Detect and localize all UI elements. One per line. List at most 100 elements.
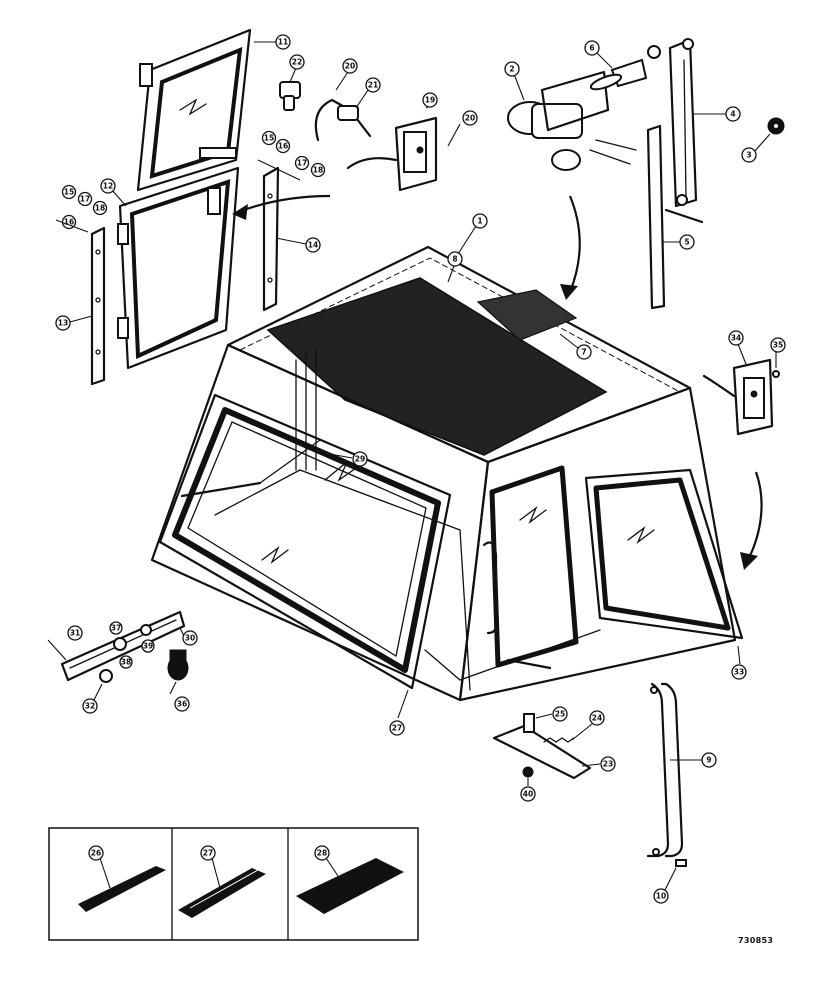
svg-text:16: 16 xyxy=(64,218,74,227)
figure-code: 730853 xyxy=(738,936,774,945)
callout-28-striker: 40 xyxy=(520,786,536,802)
svg-text:38: 38 xyxy=(121,658,131,667)
callout-15-left: 15 xyxy=(61,184,77,200)
svg-text:5: 5 xyxy=(684,238,689,247)
svg-text:36: 36 xyxy=(177,700,187,709)
callout-4: 4 xyxy=(725,106,741,122)
callout-8: 8 xyxy=(447,251,463,267)
callout-2: 2 xyxy=(504,61,520,77)
svg-text:2: 2 xyxy=(509,65,514,74)
svg-text:15: 15 xyxy=(264,134,274,143)
callout-25: 25 xyxy=(552,706,568,722)
svg-text:9: 9 xyxy=(706,756,711,765)
svg-text:10: 10 xyxy=(656,892,666,901)
svg-text:4: 4 xyxy=(730,110,735,119)
callout-41: 39 xyxy=(141,639,155,653)
assembly-arrow-2 xyxy=(568,195,581,293)
callout-39: 37 xyxy=(109,621,123,635)
callout-33: 33 xyxy=(731,664,747,680)
svg-text:16: 16 xyxy=(278,142,288,151)
svg-text:22: 22 xyxy=(292,58,302,67)
rear-pad xyxy=(476,289,578,341)
callout-17-right: 17 xyxy=(294,155,310,171)
door-latch xyxy=(346,116,438,192)
svg-text:20: 20 xyxy=(465,114,475,123)
svg-text:12: 12 xyxy=(103,182,113,191)
callout-27-door: 27 xyxy=(389,720,405,736)
svg-text:15: 15 xyxy=(64,188,74,197)
callout-18-left: 18 xyxy=(92,200,108,216)
svg-text:11: 11 xyxy=(278,38,288,47)
callout-9: 9 xyxy=(701,752,717,768)
svg-text:20: 20 xyxy=(345,62,355,71)
svg-text:34: 34 xyxy=(731,334,741,343)
svg-text:30: 30 xyxy=(185,634,195,643)
svg-text:19: 19 xyxy=(425,96,435,105)
svg-text:39: 39 xyxy=(143,642,153,651)
callout-26: 26 xyxy=(88,845,104,861)
svg-text:3: 3 xyxy=(746,151,751,160)
callout-28-inset: 28 xyxy=(314,845,330,861)
grab-handle xyxy=(646,682,687,867)
callout-31: 31 xyxy=(67,625,83,641)
callout-35: 35 xyxy=(770,337,786,353)
svg-text:13: 13 xyxy=(58,319,68,328)
callout-19: 19 xyxy=(422,92,438,108)
callout-20-latch: 20 xyxy=(462,110,478,126)
assembly-arrow-3 xyxy=(747,471,763,561)
svg-text:14: 14 xyxy=(308,241,318,250)
svg-text:27: 27 xyxy=(392,724,402,733)
seal-profile-inset xyxy=(48,827,419,941)
headliner-pad xyxy=(266,277,608,456)
door-panel xyxy=(117,166,240,370)
svg-text:18: 18 xyxy=(95,204,105,213)
seal-37 xyxy=(178,868,266,918)
callouts: 1 2 3 4 5 6 7 8 9 xyxy=(47,34,786,904)
door-handle xyxy=(314,98,372,142)
callout-7: 7 xyxy=(576,344,592,360)
svg-text:18: 18 xyxy=(313,166,323,175)
callout-22: 22 xyxy=(289,54,305,70)
door-stop-bar xyxy=(60,610,186,683)
svg-text:37: 37 xyxy=(111,624,121,633)
callout-11: 11 xyxy=(275,34,291,50)
spring-nut xyxy=(767,117,785,135)
svg-text:17: 17 xyxy=(297,159,307,168)
svg-text:23: 23 xyxy=(603,760,613,769)
svg-text:27: 27 xyxy=(203,849,213,858)
side-door xyxy=(584,468,744,640)
callout-34: 34 xyxy=(728,330,744,346)
svg-text:28: 28 xyxy=(317,849,327,858)
upper-window-assembly xyxy=(136,28,252,192)
callout-23: 23 xyxy=(600,756,616,772)
svg-text:7: 7 xyxy=(581,348,586,357)
callout-27-inset: 27 xyxy=(200,845,216,861)
callout-18-right: 18 xyxy=(310,162,326,178)
seal-36 xyxy=(78,866,166,912)
callout-13: 13 xyxy=(55,315,71,331)
callout-6: 6 xyxy=(584,40,600,56)
front-door-frame xyxy=(158,393,452,690)
striker-plate xyxy=(492,713,592,780)
svg-text:26: 26 xyxy=(91,849,101,858)
wiper-linkage xyxy=(589,38,704,224)
callout-3: 3 xyxy=(741,147,757,163)
wiper-blade xyxy=(646,124,666,310)
callout-10: 10 xyxy=(653,888,669,904)
callout-32: 32 xyxy=(82,698,98,714)
callout-15-right: 15 xyxy=(261,130,277,146)
svg-text:17: 17 xyxy=(80,195,90,204)
lock-cylinder xyxy=(279,81,301,111)
side-latch xyxy=(702,358,780,436)
hinge-left xyxy=(90,226,106,386)
front-door-seal xyxy=(172,407,441,673)
hinge-right xyxy=(262,166,280,312)
wiper-motor xyxy=(507,70,637,171)
callout-5: 5 xyxy=(679,234,695,250)
svg-text:1: 1 xyxy=(477,217,482,226)
assembly-arrow-1 xyxy=(237,194,331,214)
callout-40: 38 xyxy=(119,655,133,669)
svg-text:29: 29 xyxy=(355,455,365,464)
callout-21: 21 xyxy=(365,77,381,93)
